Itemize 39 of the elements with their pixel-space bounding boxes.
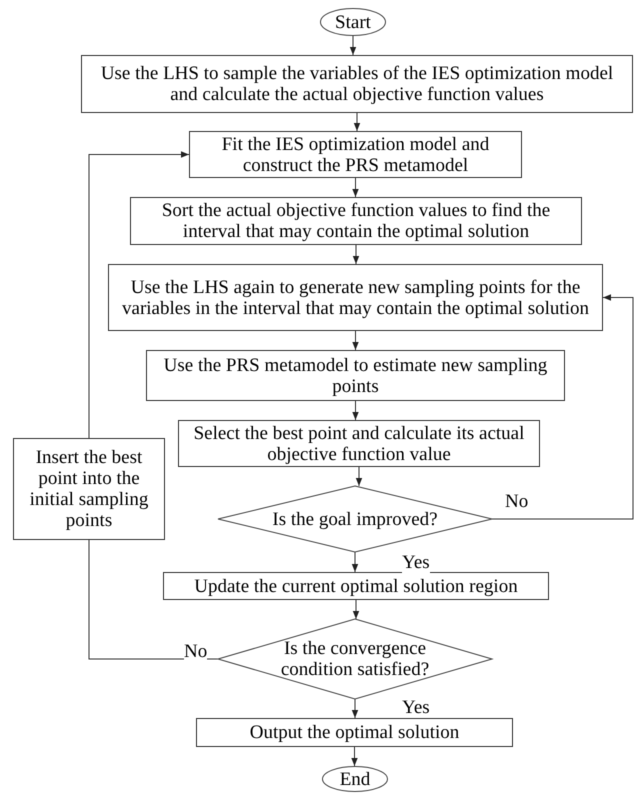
node-text: Use the PRS metamodel to estimate new sampling points [162, 354, 548, 396]
process-box [196, 718, 513, 747]
node-text: End [338, 768, 372, 790]
arrow [351, 746, 358, 766]
arrow [352, 400, 359, 420]
arrow [356, 466, 362, 486]
process-box [178, 420, 540, 467]
arrow [352, 698, 358, 718]
process-box [13, 438, 165, 540]
arrow [492, 294, 634, 520]
node-text: Is the goal improved? [271, 508, 439, 530]
decision-diamond [218, 619, 492, 699]
process-box [163, 572, 549, 600]
node-text: Fit the IES optimization model and construct the PRS metamodel [220, 134, 490, 176]
node-text: Use the LHS to sample the variables of the IES optimization model and calculate the actual objective function values [100, 63, 614, 105]
node-text: Is the convergence condition satisfied? [280, 638, 430, 680]
arrow [352, 244, 360, 264]
arrow [352, 552, 358, 572]
node-text: Insert the best point into the initial sampling points [28, 447, 150, 531]
arrow [88, 151, 190, 438]
process-box [189, 131, 522, 178]
process-box [146, 350, 565, 401]
process-box [108, 264, 603, 331]
terminal-ellipse [320, 8, 386, 36]
node-text: Output the optimal solution [248, 722, 460, 743]
node-text: Update the current optimal solution region [193, 576, 519, 596]
node-text: Select the best point and calculate its actual objective function value [192, 422, 526, 464]
process-box [81, 55, 633, 113]
terminal-ellipse [322, 766, 388, 792]
decision-diamond [218, 486, 492, 552]
arrow [352, 600, 360, 620]
node-text: Use the LHS again to generate new sampling points for the variables in the interval that may contain the optimal solution [121, 276, 590, 318]
process-box [130, 197, 582, 245]
arrow [352, 330, 359, 350]
arrow [352, 178, 359, 198]
node-text: Sort the actual objective function values to find the interval that may contain the optimal solution [160, 200, 552, 242]
arrow [354, 112, 360, 132]
arrow [350, 36, 356, 56]
node-text: Start [334, 12, 372, 32]
